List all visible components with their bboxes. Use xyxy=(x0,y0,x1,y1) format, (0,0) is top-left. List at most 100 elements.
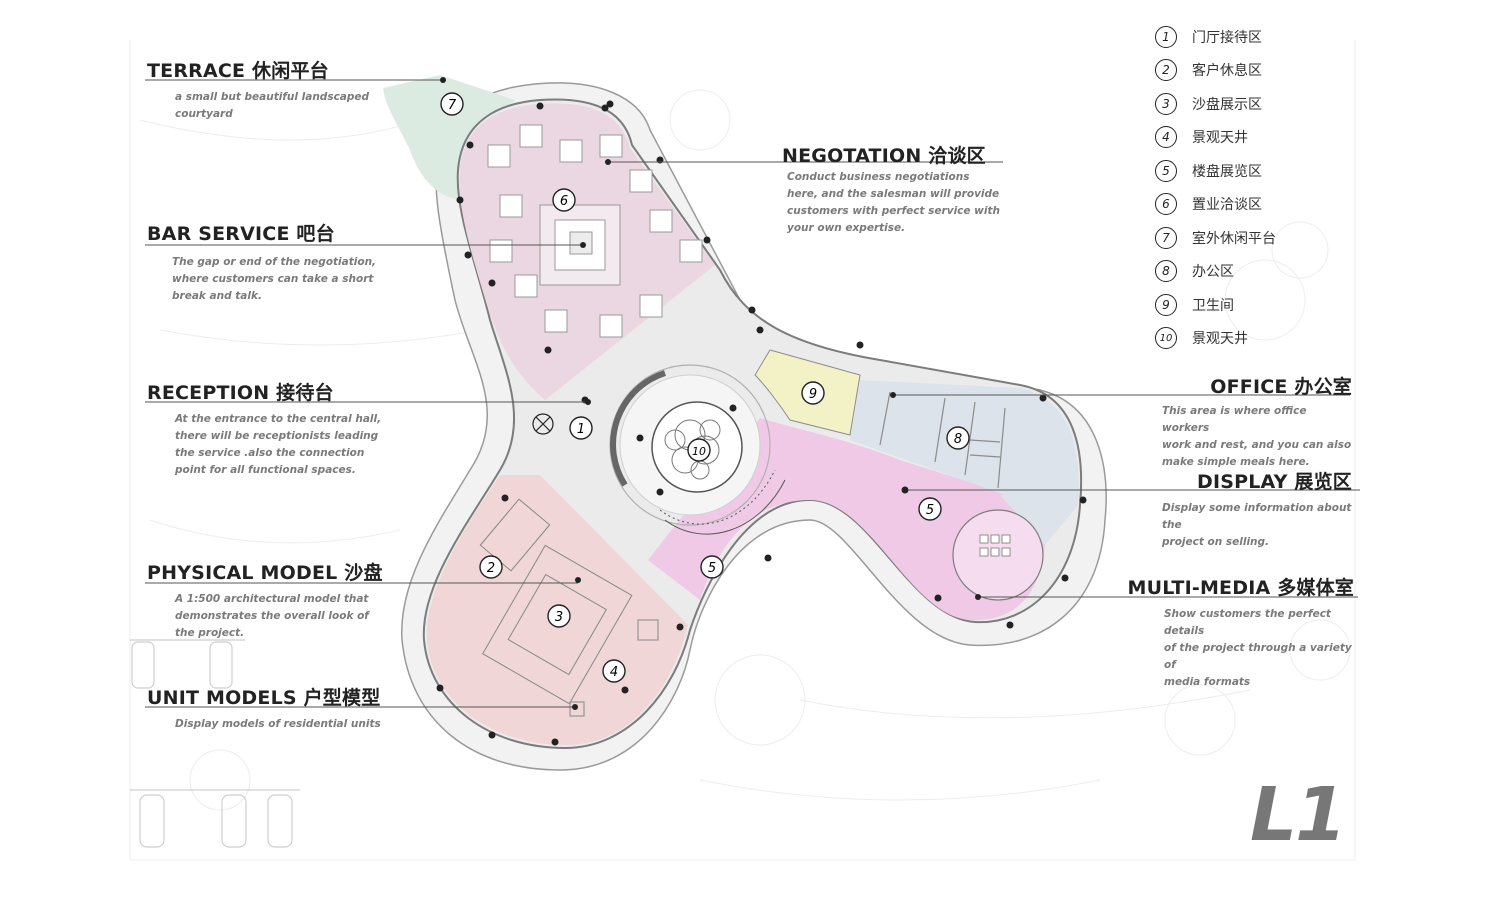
level-label: L1 xyxy=(1250,772,1347,858)
plan-marker-9: 9 xyxy=(801,381,825,405)
legend-number: 6 xyxy=(1155,193,1177,216)
callout-bar-service: BAR SERVICE 吧台 The gap or end of the neg… xyxy=(147,219,376,305)
callout-desc-line: there will be receptionists leading xyxy=(175,430,379,442)
legend-text: 室外休闲平台 xyxy=(1192,230,1276,247)
callout-office: OFFICE 办公室 This area is where office wor… xyxy=(1162,372,1352,471)
office-partitions xyxy=(879,391,1006,489)
site-background xyxy=(129,40,1356,861)
spiral-stair xyxy=(659,469,776,525)
legend-number: 2 xyxy=(1155,59,1177,82)
svg-text:2: 2 xyxy=(487,561,495,576)
callout-desc-line: a small but beautiful landscaped xyxy=(175,91,370,103)
entrance-symbol xyxy=(532,413,554,435)
callout-desc-line: demonstrates the overall look of xyxy=(175,610,369,622)
callout-desc-line: the project. xyxy=(175,627,245,639)
atrium-ring xyxy=(609,364,771,526)
callout-physical-model: PHYSICAL MODEL 沙盘 A 1:500 architectural … xyxy=(147,558,383,642)
callout-desc-line: here, and the salesman will provide xyxy=(787,188,1000,200)
callout-reception: RECEPTION 接待台 At the entrance to the cen… xyxy=(147,378,381,479)
callout-desc-line: work and rest, and you can also xyxy=(1162,439,1352,451)
legend-text: 楼盘展览区 xyxy=(1192,163,1262,180)
callout-desc-line: your own expertise. xyxy=(787,222,906,234)
callout-negotiation: NEGOTATION 洽谈区 Conduct business negotiat… xyxy=(782,141,1000,237)
legend-item: 5 楼盘展览区 xyxy=(1155,154,1276,188)
plan-marker-10: 10 xyxy=(687,438,711,462)
callout-desc-line: make simple meals here. xyxy=(1162,456,1310,468)
plan-marker-7: 7 xyxy=(440,92,464,116)
svg-text:8: 8 xyxy=(954,432,962,447)
legend-text: 景观天井 xyxy=(1192,130,1248,147)
callout-desc-line: Display some information about the xyxy=(1162,502,1352,531)
callout-desc-line: break and talk. xyxy=(172,290,262,302)
columns xyxy=(436,100,1087,746)
callout-desc-line: of the project through a variety of xyxy=(1164,642,1352,671)
callout-desc-line: the service .also the connection xyxy=(175,447,365,459)
callout-title: RECEPTION 接待台 xyxy=(147,382,334,404)
legend-text: 卫生间 xyxy=(1192,297,1234,314)
callout-title: OFFICE 办公室 xyxy=(1210,376,1352,398)
callout-desc-line: media formats xyxy=(1164,676,1251,688)
callout-desc-line: The gap or end of the negotiation, xyxy=(172,256,377,268)
callout-desc-line: project on selling. xyxy=(1162,536,1270,548)
legend-number: 5 xyxy=(1155,159,1177,182)
legend-item: 9 卫生间 xyxy=(1155,288,1276,322)
legend-number: 3 xyxy=(1155,92,1177,115)
legend-text: 置业洽谈区 xyxy=(1192,197,1262,214)
svg-text:7: 7 xyxy=(448,98,457,113)
svg-text:4: 4 xyxy=(610,665,618,680)
callout-title: NEGOTATION 洽谈区 xyxy=(782,145,986,167)
legend-text: 办公区 xyxy=(1192,264,1234,281)
callout-desc-line: Show customers the perfect details xyxy=(1164,608,1331,637)
office-zone xyxy=(850,380,1079,545)
legend-item: 1 门厅接待区 xyxy=(1155,20,1276,54)
plan-marker-1: 1 xyxy=(569,416,593,440)
parking-stalls xyxy=(130,639,300,848)
legend-item: 3 沙盘展示区 xyxy=(1155,87,1276,121)
plan-marker-5b: 5 xyxy=(918,497,942,521)
svg-text:5: 5 xyxy=(708,561,716,576)
plan-marker-4: 4 xyxy=(602,659,626,683)
atrium-wall-arc xyxy=(610,370,666,487)
callout-desc-line: where customers can take a short xyxy=(172,273,374,285)
terrace-zone xyxy=(383,75,515,200)
svg-text:9: 9 xyxy=(809,387,817,402)
legend-number: 10 xyxy=(1155,327,1177,350)
legend-item: 7 室外休闲平台 xyxy=(1155,221,1276,255)
leader-lines xyxy=(145,79,1360,708)
callout-desc-line: This area is where office workers xyxy=(1162,405,1307,434)
callout-title: BAR SERVICE 吧台 xyxy=(147,223,335,245)
legend-item: 6 置业洽谈区 xyxy=(1155,188,1276,222)
legend-text: 沙盘展示区 xyxy=(1192,96,1262,113)
legend-number: 9 xyxy=(1155,293,1177,316)
svg-text:10: 10 xyxy=(692,445,706,458)
plan-marker-6: 6 xyxy=(552,188,576,212)
svg-text:6: 6 xyxy=(560,194,568,209)
callout-desc-line: point for all functional spaces. xyxy=(175,464,356,476)
callout-title: MULTI-MEDIA 多媒体室 xyxy=(1127,577,1354,599)
legend-number: 7 xyxy=(1155,226,1177,249)
svg-text:1: 1 xyxy=(577,422,585,437)
plan-marker-8: 8 xyxy=(946,426,970,450)
callout-unit-models: UNIT MODELS 户型模型 Display models of resid… xyxy=(147,683,381,733)
callout-terrace: TERRACE 休闲平台 a small but beautiful lands… xyxy=(147,56,369,123)
callout-desc-line: A 1:500 architectural model that xyxy=(175,593,369,605)
callout-display: DISPLAY 展览区 Display some information abo… xyxy=(1162,467,1352,551)
callout-title: PHYSICAL MODEL 沙盘 xyxy=(147,562,383,584)
plan-marker-2: 2 xyxy=(479,555,503,579)
callout-desc-line: At the entrance to the central hall, xyxy=(175,413,382,425)
callout-desc-line: customers with perfect service with xyxy=(787,205,1000,217)
legend-text: 门厅接待区 xyxy=(1192,29,1262,46)
callout-title: TERRACE 休闲平台 xyxy=(147,60,329,82)
legend-number: 1 xyxy=(1155,25,1177,48)
callout-title: DISPLAY 展览区 xyxy=(1196,471,1352,493)
callout-desc-line: Conduct business negotiations xyxy=(787,171,970,183)
callout-desc-line: Display models of residential units xyxy=(175,718,381,730)
plan-marker-5a: 5 xyxy=(700,555,724,579)
media-seats xyxy=(979,534,1011,557)
legend-number: 8 xyxy=(1155,260,1177,283)
